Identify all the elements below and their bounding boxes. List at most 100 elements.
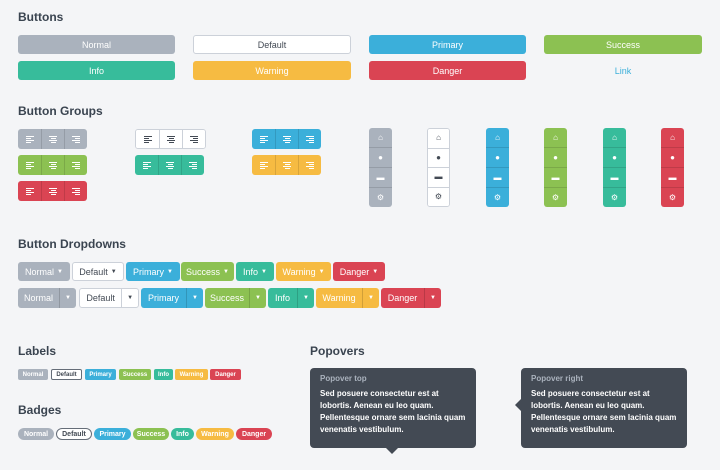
split-dropdown-success: Success ▼ [205, 288, 266, 308]
align-left-button[interactable] [18, 129, 41, 149]
comment-button[interactable]: ▬ [486, 167, 509, 187]
split-main-button[interactable]: Normal [23, 293, 53, 303]
align-right-icon [72, 135, 80, 143]
badge-warning: Warning [196, 428, 234, 440]
user-button[interactable]: ● [661, 147, 684, 167]
default-button[interactable]: Default [193, 35, 351, 54]
split-main-button[interactable]: Danger [387, 293, 418, 303]
align-right-button[interactable] [181, 155, 204, 175]
caret-down-icon[interactable]: ▼ [249, 288, 266, 308]
settings-button[interactable]: ⚙ [486, 187, 509, 207]
settings-button[interactable]: ⚙ [428, 186, 449, 206]
align-left-button[interactable] [252, 129, 275, 149]
split-dropdown-normal: Normal ▼ [18, 288, 76, 308]
label-primary: Primary [85, 369, 116, 380]
comment-button[interactable]: ▬ [369, 167, 392, 187]
dropdown-primary[interactable]: Primary▼ [126, 262, 180, 281]
settings-button[interactable]: ⚙ [369, 187, 392, 207]
user-button[interactable]: ● [603, 147, 626, 167]
dropdown-default[interactable]: Default▼ [72, 262, 124, 281]
comment-button[interactable]: ▬ [661, 167, 684, 187]
align-left-button[interactable] [252, 155, 275, 175]
align-left-button[interactable] [135, 155, 158, 175]
align-right-button[interactable] [64, 155, 87, 175]
comment-button[interactable]: ▬ [603, 167, 626, 187]
split-main-button[interactable]: Warning [322, 293, 356, 303]
home-button[interactable]: ⌂ [369, 128, 392, 147]
button-group-primary [252, 129, 321, 149]
align-center-button[interactable] [159, 130, 182, 148]
align-center-icon [283, 135, 291, 143]
home-icon: ⌂ [495, 132, 500, 142]
user-button[interactable]: ● [544, 147, 567, 167]
align-center-button[interactable] [41, 181, 64, 201]
align-right-button[interactable] [298, 129, 321, 149]
dropdown-normal[interactable]: Normal▼ [18, 262, 70, 281]
align-left-button[interactable] [136, 130, 159, 148]
align-center-button[interactable] [41, 155, 64, 175]
caret-down-icon[interactable]: ▼ [297, 288, 314, 308]
caret-down-icon[interactable]: ▼ [59, 288, 76, 308]
primary-button[interactable]: Primary [369, 35, 526, 54]
align-center-button[interactable] [275, 129, 298, 149]
dropdown-success[interactable]: Success▼ [181, 262, 234, 281]
caret-down-icon: ▼ [223, 268, 229, 275]
caret-down-icon[interactable]: ▼ [424, 288, 441, 308]
caret-down-icon: ▼ [261, 268, 267, 275]
home-button[interactable]: ⌂ [544, 128, 567, 147]
comment-icon: ▬ [551, 172, 560, 182]
align-left-button[interactable] [18, 181, 41, 201]
home-button[interactable]: ⌂ [661, 128, 684, 147]
home-button[interactable]: ⌂ [486, 128, 509, 147]
align-left-button[interactable] [18, 155, 41, 175]
label-normal: Normal [18, 369, 48, 380]
user-button[interactable]: ● [369, 147, 392, 167]
settings-button[interactable]: ⚙ [544, 187, 567, 207]
dropdown-warning[interactable]: Warning▼ [276, 262, 331, 281]
popover-title: Popover right [531, 374, 584, 383]
popover-title: Popover top [320, 374, 367, 383]
align-center-button[interactable] [41, 129, 64, 149]
align-center-icon [283, 161, 291, 169]
success-button[interactable]: Success [544, 35, 702, 54]
split-main-button[interactable]: Info [274, 293, 290, 303]
align-right-button[interactable] [182, 130, 205, 148]
caret-down-icon[interactable]: ▼ [121, 289, 138, 307]
align-right-button[interactable] [64, 129, 87, 149]
dropdown-info[interactable]: Info▼ [236, 262, 274, 281]
info-button[interactable]: Info [18, 61, 175, 80]
button-group-success [18, 155, 87, 175]
comment-button[interactable]: ▬ [428, 167, 449, 187]
home-button[interactable]: ⌂ [603, 128, 626, 147]
caret-down-icon[interactable]: ▼ [186, 288, 203, 308]
align-right-button[interactable] [298, 155, 321, 175]
settings-button[interactable]: ⚙ [661, 187, 684, 207]
vertical-group-info: ⌂ ● ▬ ⚙ [603, 128, 626, 207]
popover-body: Sed posuere consectetur est at lobortis.… [320, 389, 466, 434]
align-center-button[interactable] [158, 155, 181, 175]
caret-down-icon[interactable]: ▼ [362, 288, 379, 308]
dropdown-danger[interactable]: Danger▼ [333, 262, 385, 281]
vertical-group-normal: ⌂ ● ▬ ⚙ [369, 128, 392, 207]
normal-button[interactable]: Normal [18, 35, 175, 54]
split-main-button[interactable]: Success [209, 293, 244, 303]
align-center-icon [49, 135, 57, 143]
danger-button[interactable]: Danger [369, 61, 526, 80]
home-button[interactable]: ⌂ [428, 129, 449, 148]
align-center-button[interactable] [275, 155, 298, 175]
user-button[interactable]: ● [428, 147, 449, 167]
comment-icon: ▬ [376, 172, 385, 182]
split-main-button[interactable]: Primary [148, 293, 179, 303]
button-group-normal [18, 129, 87, 149]
settings-button[interactable]: ⚙ [603, 187, 626, 207]
comment-icon: ▬ [610, 172, 619, 182]
vertical-group-primary: ⌂ ● ▬ ⚙ [486, 128, 509, 207]
align-left-icon [259, 161, 268, 169]
split-main-button[interactable]: Default [86, 293, 115, 303]
align-right-button[interactable] [64, 181, 87, 201]
link-button[interactable]: Link [614, 65, 632, 76]
warning-button[interactable]: Warning [193, 61, 351, 80]
user-button[interactable]: ● [486, 147, 509, 167]
gear-icon: ⚙ [610, 192, 619, 202]
comment-button[interactable]: ▬ [544, 167, 567, 187]
